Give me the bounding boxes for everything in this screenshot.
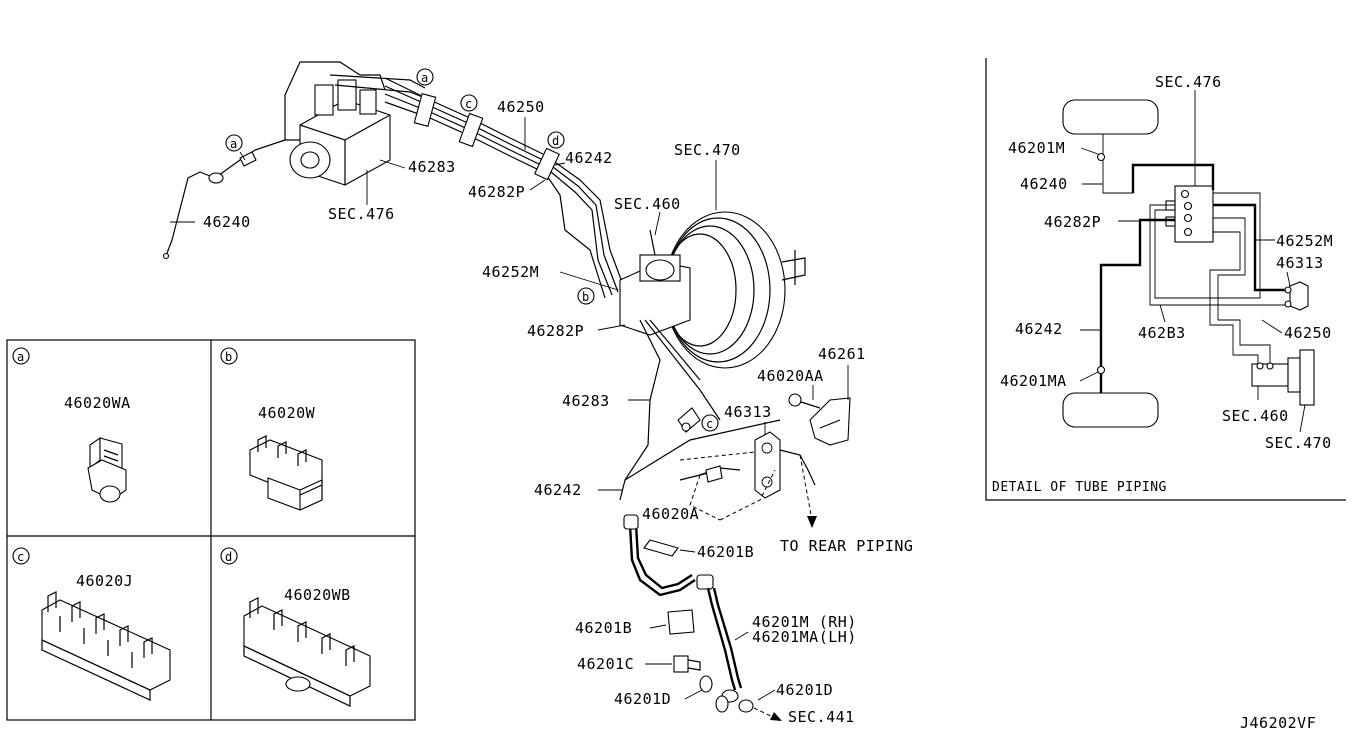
marker-a-upper-label: a (421, 71, 429, 85)
lock-plates-46201B (643, 539, 695, 635)
clip-grid (6, 339, 416, 721)
detail-label-46313: 46313 (1276, 254, 1324, 272)
label-46201D-1: 46201D (614, 690, 671, 708)
marker-c-upper: c (460, 94, 478, 112)
label-46250: 46250 (497, 98, 545, 116)
label-to-rear-piping: TO REAR PIPING (780, 537, 913, 555)
label-46282P-mid: 46282P (527, 322, 584, 340)
marker-a-lower: a (225, 134, 243, 152)
marker-a-upper: a (416, 68, 434, 86)
detail-label-sec460: SEC.460 (1222, 407, 1289, 425)
marker-c-mid-label: c (706, 417, 714, 431)
label-46201D-2: 46201D (776, 681, 833, 699)
marker-d-upper: d (547, 131, 565, 149)
tube-46240 (162, 139, 286, 260)
clip-a-marker: a (17, 350, 25, 364)
clip-46020WA-drawing (87, 436, 127, 503)
clip-d-part: 46020WB (284, 586, 351, 604)
dashed-leaders (679, 451, 776, 521)
detail-label-46250: 46250 (1284, 324, 1332, 342)
label-46240: 46240 (203, 213, 251, 231)
marker-a-lower-label: a (230, 137, 238, 151)
clip-cell-c: c 46020J (12, 547, 171, 701)
rear-piping-arrow (799, 454, 817, 528)
diagram-code: J46202VF (1240, 714, 1316, 732)
label-46282P-top: 46282P (468, 183, 525, 201)
label-46201MA: 46201MA(LH) (752, 628, 857, 646)
detail-drawing (1062, 90, 1315, 433)
label-46201M: 46201M (RH) (752, 613, 857, 631)
label-46201B-2: 46201B (575, 619, 632, 637)
label-46020A: 46020A (642, 505, 699, 523)
clip-c-marker: c (17, 550, 25, 564)
label-46283-mid: 46283 (562, 392, 610, 410)
abs-actuator-unit (284, 61, 426, 186)
label-sec441: SEC.441 (788, 708, 855, 726)
bracket-46261 (788, 393, 851, 446)
label-46252M: 46252M (482, 263, 539, 281)
label-46261: 46261 (818, 345, 866, 363)
label-46020AA: 46020AA (757, 367, 824, 385)
label-sec476: SEC.476 (328, 205, 395, 223)
detail-panel (985, 58, 1346, 501)
detail-label-sec470: SEC.470 (1265, 434, 1332, 452)
label-46242-top: 46242 (565, 149, 613, 167)
detail-label-46252M: 46252M (1276, 232, 1333, 250)
clip-b-part: 46020W (258, 404, 316, 422)
brake-booster-sec470 (663, 211, 806, 369)
detail-label-46242: 46242 (1015, 320, 1063, 338)
detail-label-46201MA: 46201MA (1000, 372, 1067, 390)
detail-label-sec476: SEC.476 (1155, 73, 1222, 91)
detail-title: DETAIL OF TUBE PIPING (992, 480, 1167, 495)
marker-b-mid-label: b (582, 290, 590, 304)
clip-c-part: 46020J (76, 572, 133, 590)
detail-label-46282P: 46282P (1044, 213, 1101, 231)
clip-46020WB-drawing (243, 597, 371, 707)
connector-bolt-46201C (673, 655, 701, 673)
marker-c-upper-label: c (465, 97, 473, 111)
leader-lines (170, 117, 849, 701)
marker-b-mid: b (577, 287, 595, 305)
label-46201C: 46201C (577, 655, 634, 673)
clip-a-part: 46020WA (64, 394, 131, 412)
label-46283-top: 46283 (408, 158, 456, 176)
master-cylinder-sec460 (619, 229, 691, 336)
detail-label-46240: 46240 (1020, 175, 1068, 193)
clip-cell-b: b 46020W (220, 347, 323, 511)
label-sec470: SEC.470 (674, 141, 741, 159)
front-hose-46201 (623, 514, 743, 691)
label-46313: 46313 (724, 403, 772, 421)
clip-46020W-drawing (249, 435, 323, 511)
washers-46201D (699, 675, 754, 713)
marker-c-mid: c (701, 414, 719, 432)
label-46201B-1: 46201B (697, 543, 754, 561)
junction-46313 (699, 431, 816, 499)
clip-cell-d: d 46020WB (220, 547, 371, 707)
label-46242-mid: 46242 (534, 481, 582, 499)
clip-cell-a: a 46020WA (12, 347, 131, 503)
sec441-arrow (753, 707, 782, 721)
clip-46020J-drawing (41, 591, 171, 701)
marker-d-upper-label: d (552, 134, 560, 148)
clip-c-callout (677, 407, 701, 433)
clip-d-marker: d (225, 550, 233, 564)
label-sec460: SEC.460 (614, 195, 681, 213)
detail-label-46201M: 46201M (1008, 139, 1065, 157)
tube-bundle-upper (384, 77, 626, 299)
clip-b-marker: b (225, 350, 233, 364)
detail-label-46283: 462B3 (1138, 324, 1186, 342)
